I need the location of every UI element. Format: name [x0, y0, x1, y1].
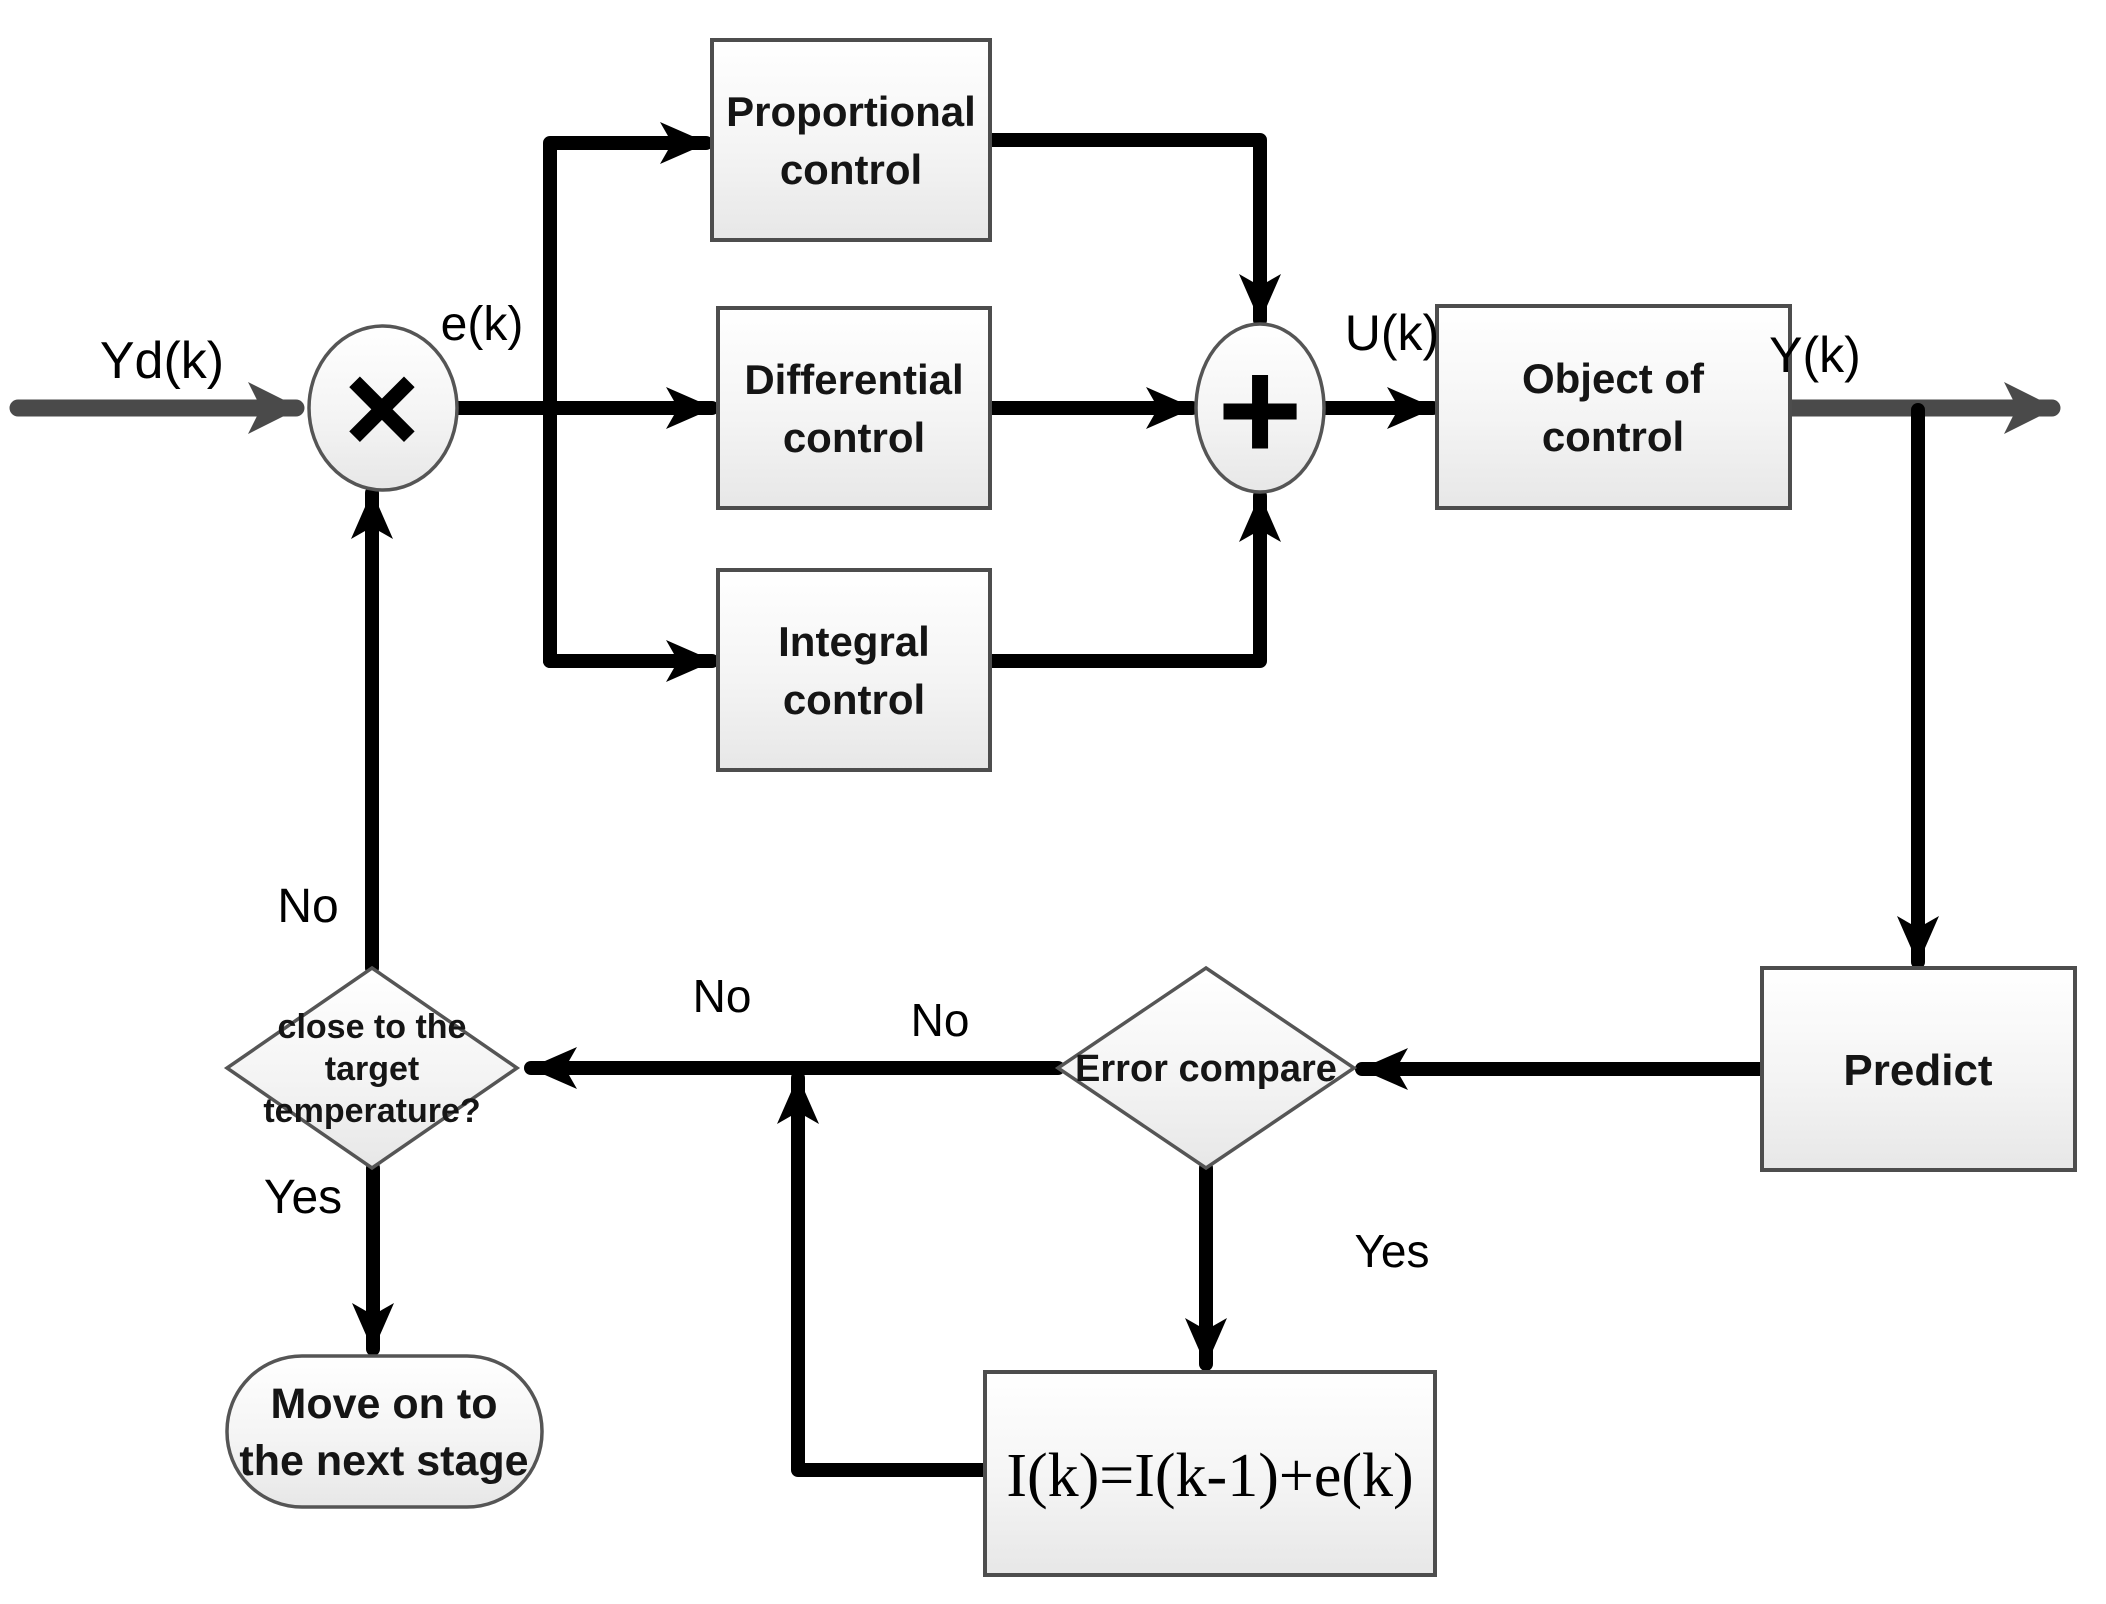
- input-signal-label: Yd(k): [100, 332, 224, 390]
- integral-control-label-line2: control: [783, 676, 925, 723]
- multiply-symbol: ×: [338, 345, 425, 467]
- control-signal-label: U(k): [1345, 305, 1439, 361]
- close-to-target-label-line3: temperature?: [263, 1092, 480, 1130]
- integral-to-sum-arrow: [983, 489, 1281, 668]
- move-on-label-line1: Move on to: [271, 1380, 498, 1428]
- proportional-control-box: [710, 38, 992, 242]
- integral-update-feedback-arrow: [777, 1071, 992, 1477]
- close-to-target-diamond: [223, 965, 521, 1171]
- predict-label: Predict: [1843, 1046, 1993, 1095]
- no-junction-label: No: [693, 970, 752, 1022]
- error-compare-label: Error compare: [1075, 1048, 1337, 1090]
- predict-box: [1760, 966, 2077, 1172]
- integral-update-box: [983, 1370, 1437, 1577]
- move-on-label-line2: the next stage: [239, 1437, 528, 1485]
- object-of-control-label-line2: control: [1542, 413, 1684, 460]
- multiply-junction-circle: [307, 324, 459, 492]
- object-of-control-box: [1435, 304, 1792, 510]
- no-feedback-label: No: [277, 880, 338, 933]
- yes-compare-label: Yes: [1354, 1225, 1429, 1277]
- yes-feedback-label: Yes: [264, 1171, 342, 1224]
- differential-control-label-line2: control: [783, 414, 925, 461]
- close-to-target-label-line1: close to the: [278, 1008, 467, 1046]
- integral-control-box: [716, 568, 992, 772]
- branch-to-proportional-arrow: [543, 122, 713, 668]
- proportional-control-label-line2: control: [780, 146, 922, 193]
- proportional-to-sum-arrow: [983, 133, 1281, 327]
- integral-update-equation: I(k)=I(k-1)+e(k): [1006, 1442, 1413, 1510]
- object-of-control-label-line1: Object of: [1522, 355, 1705, 402]
- output-signal-label: Y(k): [1769, 327, 1861, 383]
- sum-symbol: +: [1213, 344, 1307, 474]
- error-compare-diamond: [1054, 965, 1358, 1171]
- no-compare-label: No: [911, 994, 970, 1046]
- integral-control-label-line1: Integral: [778, 618, 930, 665]
- proportional-control-label-line1: Proportional: [726, 88, 976, 135]
- move-on-terminator: [225, 1354, 544, 1509]
- sum-junction-circle: [1194, 322, 1326, 494]
- error-signal-label: e(k): [441, 298, 524, 351]
- close-to-target-label-line2: target: [325, 1050, 419, 1088]
- differential-control-box: [716, 306, 992, 510]
- differential-control-label-line1: Differential: [744, 356, 963, 403]
